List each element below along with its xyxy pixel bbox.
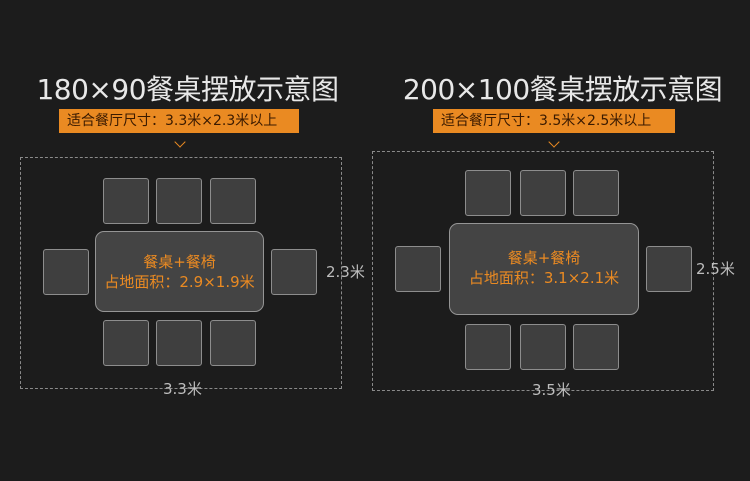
diagram-title: 180×90餐桌摆放示意图: [36, 73, 339, 106]
chair-left-end: [395, 246, 441, 292]
chair-top-1: [465, 170, 511, 216]
table-label-area: 占地面积：3.1×2.1米: [468, 269, 620, 287]
room-height-label: 2.5米: [696, 260, 735, 278]
room-size-badge: 适合餐厅尺寸：3.5米×2.5米以上: [433, 109, 675, 133]
chair-top-3: [210, 178, 256, 224]
chair-top-3: [573, 170, 619, 216]
chair-bottom-2: [156, 320, 202, 366]
diagram-title: 200×100餐桌摆放示意图: [402, 73, 723, 106]
chair-right-end: [271, 249, 317, 295]
room-height-label: 2.3米: [326, 263, 365, 281]
chair-left-end: [43, 249, 89, 295]
room-width-label: 3.5米: [532, 381, 571, 399]
room-size-badge: 适合餐厅尺寸：3.3米×2.3米以上: [59, 109, 299, 133]
chair-right-end: [646, 246, 692, 292]
chair-top-2: [156, 178, 202, 224]
room-outline: [372, 151, 714, 391]
chair-bottom-3: [573, 324, 619, 370]
chevron-down-icon: [548, 136, 560, 148]
chair-bottom-2: [520, 324, 566, 370]
chair-bottom-1: [465, 324, 511, 370]
dining-table: [449, 223, 639, 315]
chair-bottom-1: [103, 320, 149, 366]
table-label-title: 餐桌+餐椅: [143, 253, 216, 271]
chevron-down-icon: [174, 136, 186, 148]
room-width-label: 3.3米: [163, 380, 202, 398]
layout-panel-180x90: 180×90餐桌摆放示意图 适合餐厅尺寸：3.3米×2.3米以上 餐桌+餐椅 占…: [20, 73, 365, 398]
dining-table: [95, 231, 264, 312]
chair-bottom-3: [210, 320, 256, 366]
room-outline: [20, 157, 342, 389]
table-label-area: 占地面积：2.9×1.9米: [104, 273, 255, 291]
chair-top-1: [103, 178, 149, 224]
layout-panel-200x100: 200×100餐桌摆放示意图 适合餐厅尺寸：3.5米×2.5米以上 餐桌+餐椅 …: [372, 0, 750, 481]
chair-top-2: [520, 170, 566, 216]
table-label-title: 餐桌+餐椅: [507, 249, 581, 267]
